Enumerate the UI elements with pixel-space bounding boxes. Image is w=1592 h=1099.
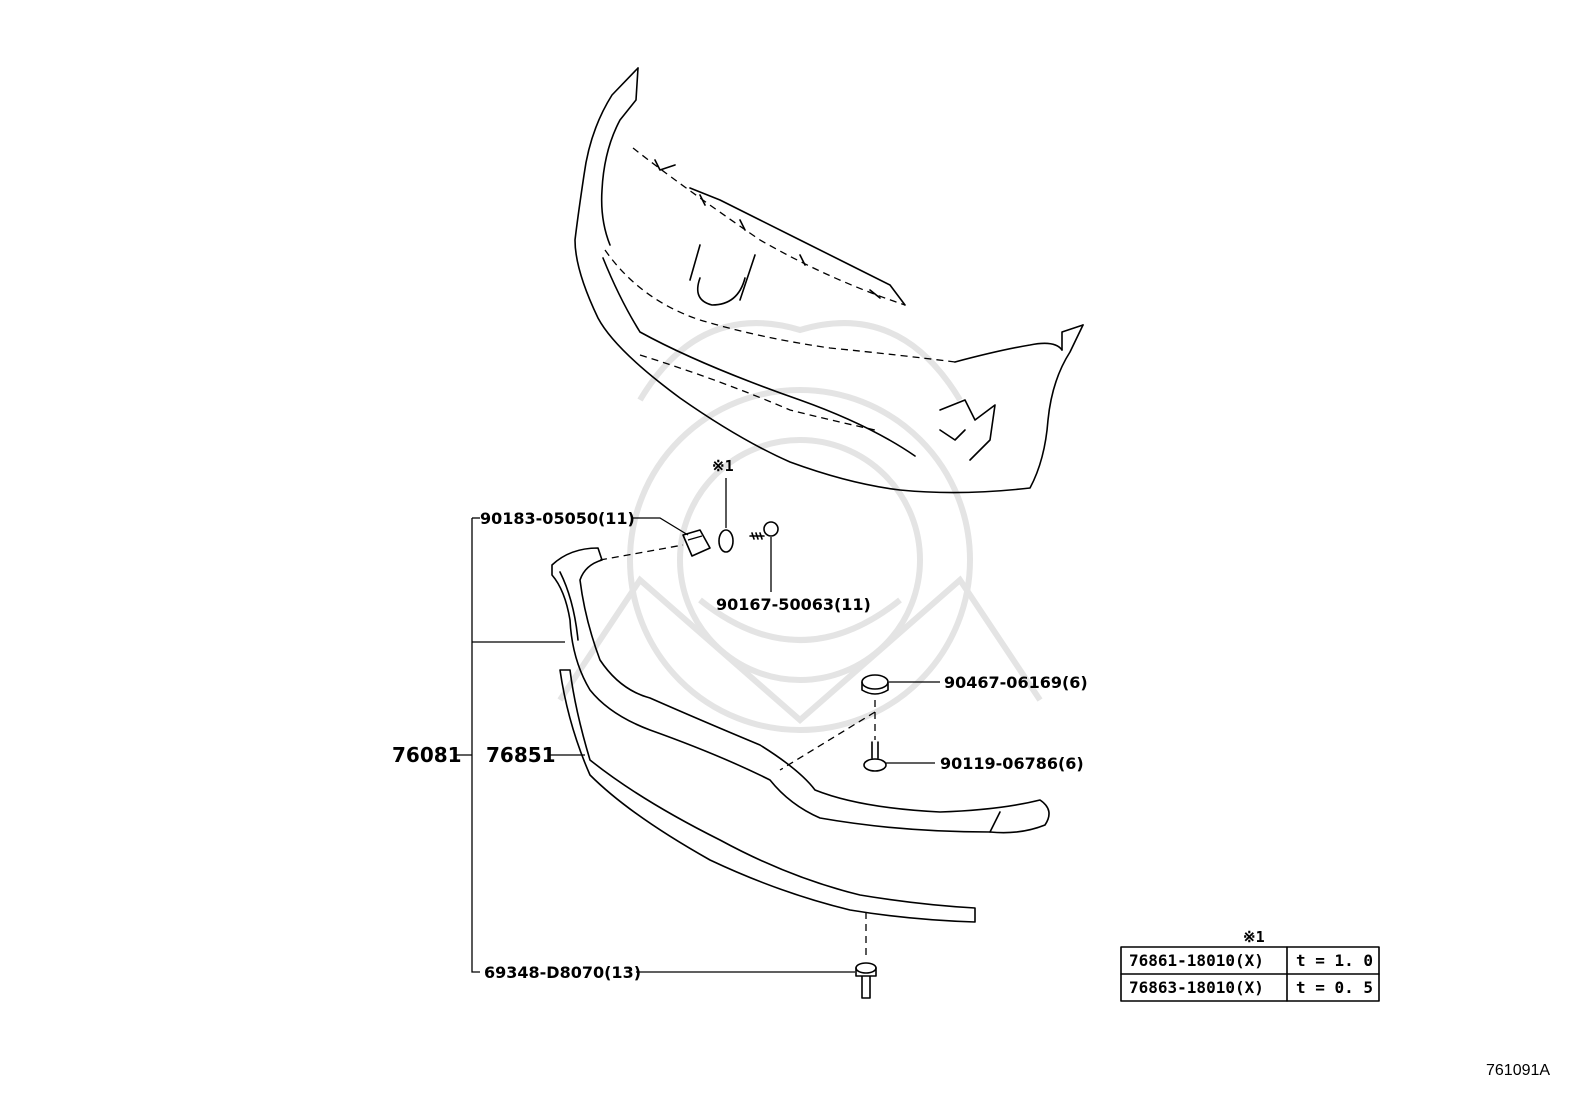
installation-lines [599, 544, 876, 960]
label-76851: 76851 [486, 743, 556, 767]
spacer-table-thickness-2: t = 0. 5 [1296, 978, 1373, 997]
front-spoiler-drawing [551, 547, 1050, 834]
bumper-cover-drawing [574, 67, 1084, 494]
watermark-emblem [557, 320, 1043, 733]
label-90467: 90467-06169(6) [944, 673, 1088, 692]
spacer-note1-icon [718, 529, 734, 553]
spacer-table-header: ※1 [1243, 928, 1265, 946]
label-90119: 90119-06786(6) [940, 754, 1084, 773]
nut-90467-icon [861, 674, 889, 695]
bolt-90119-icon [863, 741, 887, 772]
spacer-table-part-1: 76861-18010(X) [1129, 951, 1264, 970]
label-90183: 90183-05050(11) [480, 509, 635, 528]
screw-90167-icon [749, 521, 779, 540]
rivet-69348-icon [855, 962, 877, 999]
spacer-table: ※1 76861-18010(X) t = 1. 0 76863-18010(X… [1120, 928, 1380, 1002]
diagram-code: 761091A [1486, 1062, 1550, 1079]
leader-lines [455, 478, 940, 973]
spoiler-seal-drawing [559, 669, 976, 923]
label-note1-marker: ※1 [712, 457, 734, 475]
spacer-table-part-2: 76863-18010(X) [1129, 978, 1264, 997]
clip-90183-icon [682, 529, 711, 557]
label-76081: 76081 [392, 743, 462, 767]
label-90167: 90167-50063(11) [716, 595, 871, 614]
spacer-table-thickness-1: t = 1. 0 [1296, 951, 1373, 970]
label-69348: 69348-D8070(13) [484, 963, 641, 982]
